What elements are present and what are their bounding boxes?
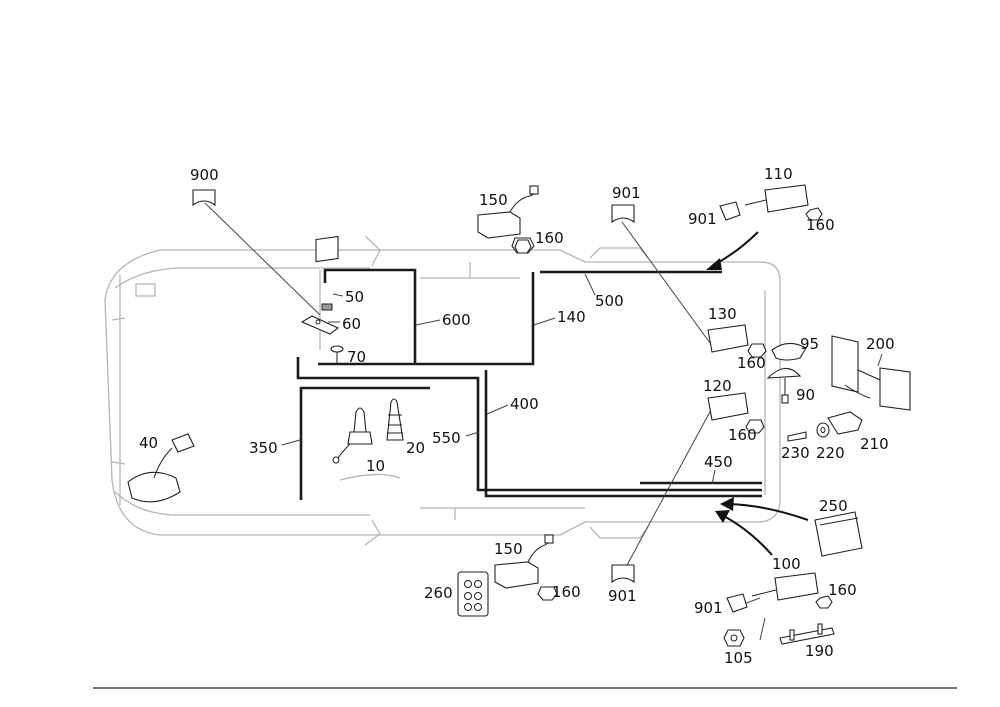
callout-220: 220 (816, 444, 845, 462)
callout-60: 60 (342, 315, 361, 333)
callout-160-120: 160 (728, 426, 757, 444)
callout-400: 400 (510, 395, 539, 413)
callout-90: 90 (796, 386, 815, 404)
nut-105 (723, 629, 745, 647)
leader-lines (204, 202, 883, 641)
control-unit-110 (719, 184, 823, 221)
switch-panel-260 (457, 571, 489, 617)
control-unit-120 (707, 392, 765, 434)
callout-500: 500 (595, 292, 624, 310)
harness-600 (323, 268, 417, 364)
callout-900: 900 (190, 166, 219, 184)
connector-901-upper (611, 204, 635, 224)
module-50 (315, 235, 339, 311)
callout-160-upper: 160 (535, 229, 564, 247)
callout-150-upper: 150 (479, 191, 508, 209)
callout-901-110: 901 (688, 210, 717, 228)
callout-130: 130 (708, 305, 737, 323)
callout-110: 110 (764, 165, 793, 183)
callout-260: 260 (424, 584, 453, 602)
callout-105: 105 (724, 649, 753, 667)
callout-901-100: 901 (694, 599, 723, 617)
callout-901-top: 901 (612, 184, 641, 202)
harness-350 (299, 386, 430, 500)
callout-550: 550 (432, 429, 461, 447)
arrows (706, 231, 809, 556)
nut-160-upper (514, 239, 532, 254)
callout-40: 40 (139, 434, 158, 452)
callout-70: 70 (347, 348, 366, 366)
module-150-lower (494, 534, 558, 601)
callout-140: 140 (557, 308, 586, 326)
callout-230: 230 (781, 444, 810, 462)
antenna-40 (127, 433, 195, 503)
callout-160-lower: 160 (552, 583, 581, 601)
callout-95: 95 (800, 335, 819, 353)
bracket-200 (831, 335, 911, 411)
control-unit-250 (814, 511, 863, 557)
callout-150-lower: 150 (494, 540, 523, 558)
harness-400 (296, 357, 762, 492)
washer-220 (816, 422, 830, 438)
control-unit-100 (726, 572, 833, 613)
callout-200: 200 (866, 335, 895, 353)
callout-350: 350 (249, 439, 278, 457)
callout-100: 100 (772, 555, 801, 573)
connector-900 (192, 189, 216, 207)
arrow-from-100 (721, 514, 773, 556)
callout-250: 250 (819, 497, 848, 515)
bracket-210 (827, 411, 863, 435)
callout-10: 10 (366, 457, 385, 475)
harness-group (296, 268, 762, 500)
bracket-60 (300, 315, 340, 335)
callout-160-100: 160 (828, 581, 857, 599)
callout-160-130: 160 (737, 354, 766, 372)
vehicle-outline (104, 235, 781, 546)
connector-901-lower (611, 564, 635, 584)
callout-210: 210 (860, 435, 889, 453)
callout-901-bottom: 901 (608, 587, 637, 605)
callout-50: 50 (345, 288, 364, 306)
harness-140 (318, 272, 535, 366)
bracket-190 (779, 623, 835, 645)
antenna-cover-95 (771, 342, 807, 361)
antenna-10 (332, 407, 373, 464)
callout-600: 600 (442, 311, 471, 329)
control-unit-130 (707, 324, 767, 358)
arrow-from-250 (727, 503, 809, 521)
callout-120: 120 (703, 377, 732, 395)
screw-70 (330, 345, 344, 364)
callout-450: 450 (704, 453, 733, 471)
callout-labels: 900 150 160 901 110 901 160 50 60 70 600… (139, 165, 895, 667)
antenna-rod-20 (386, 398, 404, 441)
bolt-230 (787, 431, 807, 442)
antenna-90 (766, 367, 802, 404)
harness-550 (484, 370, 762, 498)
callout-20: 20 (406, 439, 425, 457)
callout-160-110: 160 (806, 216, 835, 234)
callout-190: 190 (805, 642, 834, 660)
